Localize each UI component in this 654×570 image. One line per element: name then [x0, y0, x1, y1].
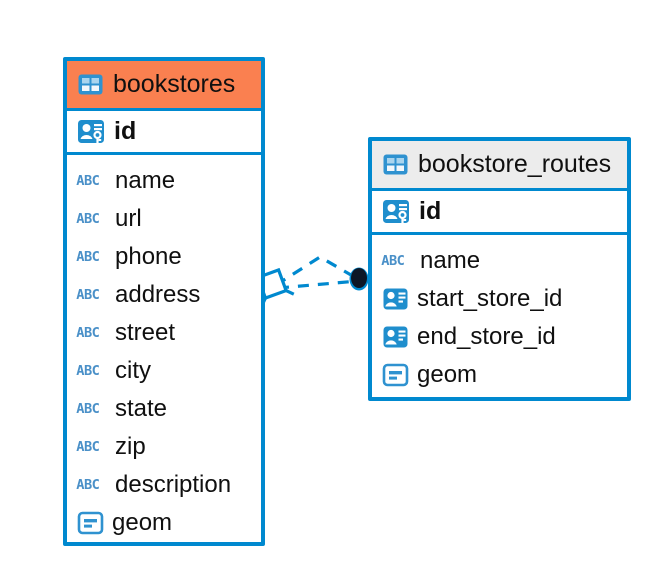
primary-key-row-bookstores[interactable]: id — [67, 108, 261, 155]
field-row-description[interactable]: ABC description — [67, 466, 261, 504]
abc-icon: ABC — [76, 477, 100, 493]
field-row-name[interactable]: ABC name — [67, 162, 261, 200]
abc-icon: ABC — [76, 363, 100, 379]
field-label: street — [115, 319, 176, 346]
field-label: address — [115, 281, 201, 308]
abc-icon: ABC — [76, 249, 100, 265]
field-label: phone — [115, 243, 182, 270]
foreign-key-icon — [382, 325, 409, 349]
abc-icon: ABC — [76, 401, 100, 417]
field-list-bookstores: ABC name ABC url ABC phone ABC address A… — [67, 155, 261, 548]
field-label: zip — [115, 433, 146, 460]
field-label: city — [115, 357, 151, 384]
entity-title: bookstore_routes — [418, 150, 612, 178]
entity-header-bookstores[interactable]: bookstores — [67, 61, 261, 108]
field-row-address[interactable]: ABC address — [67, 276, 261, 314]
field-row-url[interactable]: ABC url — [67, 200, 261, 238]
field-row-name[interactable]: ABC name — [372, 242, 627, 280]
field-label: name — [115, 167, 176, 194]
abc-icon: ABC — [381, 253, 405, 269]
field-row-street[interactable]: ABC street — [67, 314, 261, 352]
field-row-state[interactable]: ABC state — [67, 390, 261, 428]
table-icon — [77, 73, 104, 96]
field-label: geom — [112, 509, 173, 536]
geometry-icon — [382, 363, 409, 387]
entity-table-bookstore-routes[interactable]: bookstore_routes id ABC name — [368, 137, 631, 401]
foreign-key-icon — [382, 287, 409, 311]
field-row-geom[interactable]: geom — [67, 504, 261, 542]
primary-key-row-bookstore-routes[interactable]: id — [372, 188, 627, 235]
abc-icon: ABC — [76, 325, 100, 341]
entity-header-bookstore-routes[interactable]: bookstore_routes — [372, 141, 627, 188]
relationship-branch-lower — [277, 279, 359, 290]
abc-icon: ABC — [76, 173, 100, 189]
field-row-city[interactable]: ABC city — [67, 352, 261, 390]
relationship-branch-upper — [275, 255, 359, 287]
field-label: geom — [417, 361, 478, 388]
primary-key-icon — [382, 198, 411, 225]
field-label: end_store_id — [417, 323, 556, 350]
primary-key-label: id — [419, 197, 442, 225]
entity-title: bookstores — [113, 70, 236, 98]
abc-icon: ABC — [76, 439, 100, 455]
field-row-zip[interactable]: ABC zip — [67, 428, 261, 466]
field-label: url — [115, 205, 142, 232]
field-row-geom[interactable]: geom — [372, 356, 627, 394]
primary-key-icon — [77, 118, 106, 145]
primary-key-label: id — [114, 117, 137, 145]
field-label: name — [420, 247, 481, 274]
table-icon — [382, 153, 409, 176]
field-label: start_store_id — [417, 285, 563, 312]
field-row-start-store-id[interactable]: start_store_id — [372, 280, 627, 318]
field-row-end-store-id[interactable]: end_store_id — [372, 318, 627, 356]
field-row-phone[interactable]: ABC phone — [67, 238, 261, 276]
abc-icon: ABC — [76, 211, 100, 227]
field-label: state — [115, 395, 168, 422]
geometry-icon — [77, 511, 104, 535]
filled-circle-marker — [349, 267, 369, 291]
field-list-bookstore-routes: ABC name start_store_id — [372, 235, 627, 400]
entity-table-bookstores[interactable]: bookstores id ABC name — [63, 57, 265, 546]
abc-icon: ABC — [76, 287, 100, 303]
field-label: description — [115, 471, 232, 498]
